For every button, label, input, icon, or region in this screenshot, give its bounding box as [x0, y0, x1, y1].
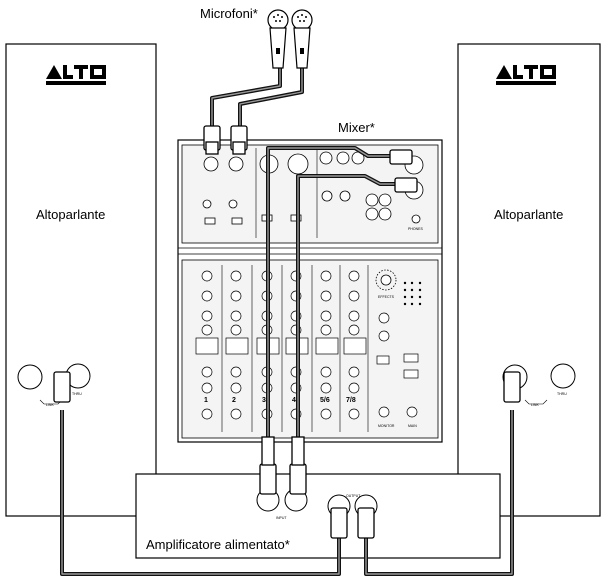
mixer-knob: [230, 270, 242, 282]
mixer-knob: [320, 270, 332, 282]
mixer-knob: [320, 324, 332, 336]
mixer-knob: [201, 366, 213, 378]
mixer-knob: [348, 382, 360, 394]
mixer-knob: [348, 366, 360, 378]
mixer-knob: [348, 290, 360, 302]
mixer-knob: [348, 310, 360, 322]
mixer-knob: [230, 324, 242, 336]
effects-label: EFFECTS: [378, 295, 395, 299]
mixer-knob: [201, 408, 213, 420]
channel-number: 7/8: [346, 397, 356, 404]
channel-number: 5/6: [320, 397, 330, 404]
phones-label: PHONES: [408, 227, 423, 231]
mixer-knob: [406, 406, 418, 418]
mixer: [177, 139, 443, 443]
mixer-knob: [230, 408, 242, 420]
mixer-knob: [201, 270, 213, 282]
label-mixer: Mixer*: [338, 120, 375, 135]
link-jack-left: [17, 364, 43, 390]
mixer-knob: [320, 310, 332, 322]
mixer-knob: [201, 382, 213, 394]
thru-jack-right: [550, 363, 576, 389]
monitor-label: MONITOR: [378, 424, 395, 428]
speaker-sub-brand-right: PROFESSIONAL: [500, 85, 527, 89]
thru-label-right: THRU: [557, 392, 567, 396]
mixer-knob: [378, 312, 390, 324]
mixer-knob: [230, 290, 242, 302]
mixer-knob: [320, 366, 332, 378]
mixer-knob: [230, 366, 242, 378]
microphones: [267, 9, 313, 69]
channel-number: 2: [232, 397, 236, 404]
mixer-knob: [230, 382, 242, 394]
mixer-knob: [201, 290, 213, 302]
mixer-knob: [348, 270, 360, 282]
speaker-sub-brand-left: PROFESSIONAL: [50, 85, 77, 89]
channel-number: 3: [262, 397, 266, 404]
label-speaker-left: Altoparlante: [36, 207, 106, 222]
label-speaker-right: Altoparlante: [494, 207, 564, 222]
xlr-plugs: [53, 125, 521, 539]
speaker-right: [457, 43, 601, 517]
label-amplifier: Amplificatore alimentato*: [146, 537, 290, 552]
mixer-knob: [378, 330, 390, 342]
speaker-left: [5, 43, 157, 517]
mixer-knob: [320, 290, 332, 302]
mixer-knob: [320, 408, 332, 420]
alto-logo-right: [496, 65, 556, 85]
alto-logo-left: [46, 65, 106, 85]
thru-label-left: THRU: [72, 392, 82, 396]
link-label-right: LINK: [531, 403, 539, 407]
link-label-left: LINK: [46, 403, 54, 407]
channel-number: 1: [204, 397, 208, 404]
channel-number: 4: [292, 397, 296, 404]
mixer-knob: [348, 408, 360, 420]
amp-output-label: OUTPUT: [346, 494, 361, 498]
mixer-knob: [348, 324, 360, 336]
mixer-knob: [201, 310, 213, 322]
mixer-knob: [320, 382, 332, 394]
mixer-knob: [230, 310, 242, 322]
amp-input-label: INPUT: [276, 516, 287, 520]
main-label: MAIN: [408, 424, 417, 428]
cables: [60, 65, 514, 576]
label-microphones: Microfoni*: [200, 6, 258, 21]
mixer-knob: [201, 324, 213, 336]
mixer-knob: [378, 406, 390, 418]
amplifier-box: [135, 473, 501, 559]
